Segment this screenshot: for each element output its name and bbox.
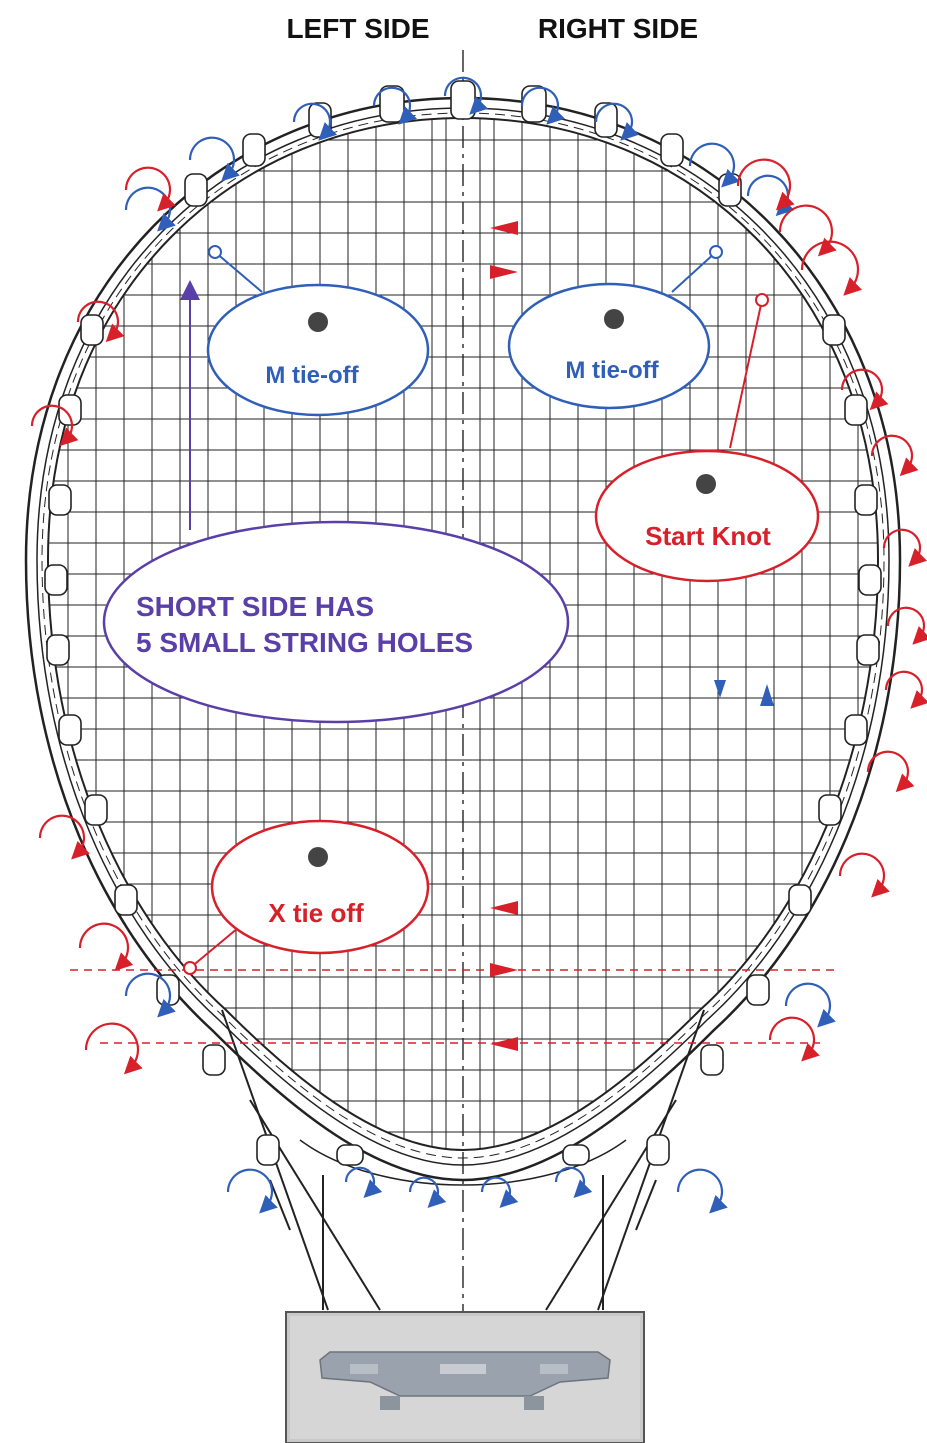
knot-dot-icon [308, 312, 328, 332]
bridge-photo [286, 1312, 644, 1443]
m-tie-off-left-label: M tie-off [265, 362, 359, 389]
x-tie-off-guides [70, 970, 840, 1043]
right-side-header: RIGHT SIDE [538, 13, 698, 44]
m-tie-off-left-callout: M tie-off [208, 246, 428, 415]
m-tie-off-right-label: M tie-off [565, 357, 659, 384]
short-side-label-line2: 5 SMALL STRING HOLES [136, 627, 473, 658]
knot-dot-icon [308, 847, 328, 867]
left-side-header: LEFT SIDE [286, 13, 429, 44]
knot-dot-icon [696, 474, 716, 494]
blue-direction-arrows [714, 680, 774, 706]
start-knot-label: Start Knot [645, 521, 771, 551]
x-tie-off-label: X tie off [268, 898, 364, 928]
knot-dot-icon [604, 309, 624, 329]
x-tie-off-callout: X tie off [184, 821, 428, 974]
short-side-label-line1: SHORT SIDE HAS [136, 591, 374, 622]
